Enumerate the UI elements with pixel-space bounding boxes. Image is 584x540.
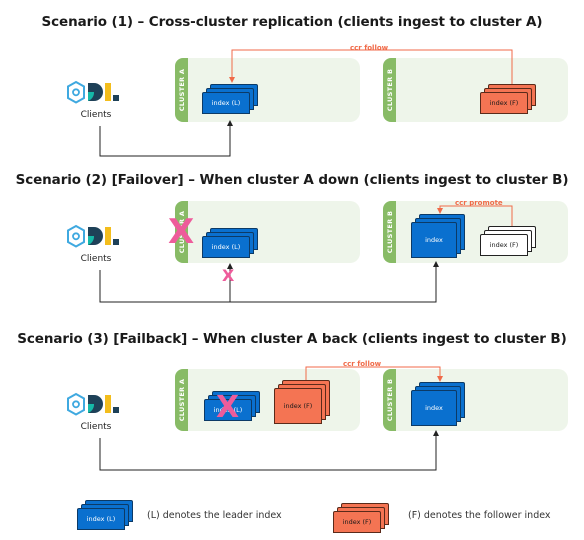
index-label: index (F) <box>489 99 519 107</box>
leader-removed-x-icon: X <box>216 390 240 425</box>
ccr-follow-label: ccr follow <box>350 44 389 52</box>
ccr-promote-label: ccr promote <box>455 199 503 207</box>
cluster-b-label: CLUSTER B <box>385 378 394 422</box>
index-label: index <box>425 404 443 412</box>
index-label: index (F) <box>489 241 519 249</box>
cluster-a-label: CLUSTER A <box>177 378 186 422</box>
cluster-b-label: CLUSTER B <box>385 68 394 112</box>
elastic-logo-icon <box>67 80 119 104</box>
cluster-a-3: CLUSTER A <box>175 369 360 431</box>
index-label: index (F) <box>283 402 313 410</box>
scenario-3-title: Scenario (3) [Failback] – When cluster A… <box>17 331 567 347</box>
legend-leader-text: (L) denotes the leader index <box>147 510 282 521</box>
cluster-b-1: CLUSTER B <box>383 58 568 122</box>
cluster-a-label: CLUSTER A <box>177 68 186 112</box>
clients-label: Clients <box>80 254 112 264</box>
elastic-logo-icon <box>67 224 119 248</box>
index-label: index (L) <box>86 515 116 523</box>
index-label: index <box>425 236 443 244</box>
scenario-2-title: Scenario (2) [Failover] – When cluster A… <box>15 172 569 188</box>
elastic-logo-icon <box>67 392 119 416</box>
scenario-1-title: Scenario (1) – Cross-cluster replication… <box>41 14 543 30</box>
index-label: index (L) <box>211 243 241 251</box>
ccr-follow-label: ccr follow <box>343 360 382 368</box>
clients-label: Clients <box>80 422 112 432</box>
index-label: index (F) <box>342 518 372 526</box>
cluster-down-x-icon: X <box>168 212 195 252</box>
blocked-path-x-icon: X <box>222 266 235 285</box>
legend-follower-text: (F) denotes the follower index <box>408 510 551 521</box>
index-label: index (L) <box>211 99 241 107</box>
index-label: index (L) <box>213 406 243 414</box>
cluster-b-label: CLUSTER B <box>385 210 394 254</box>
clients-label: Clients <box>80 110 112 120</box>
